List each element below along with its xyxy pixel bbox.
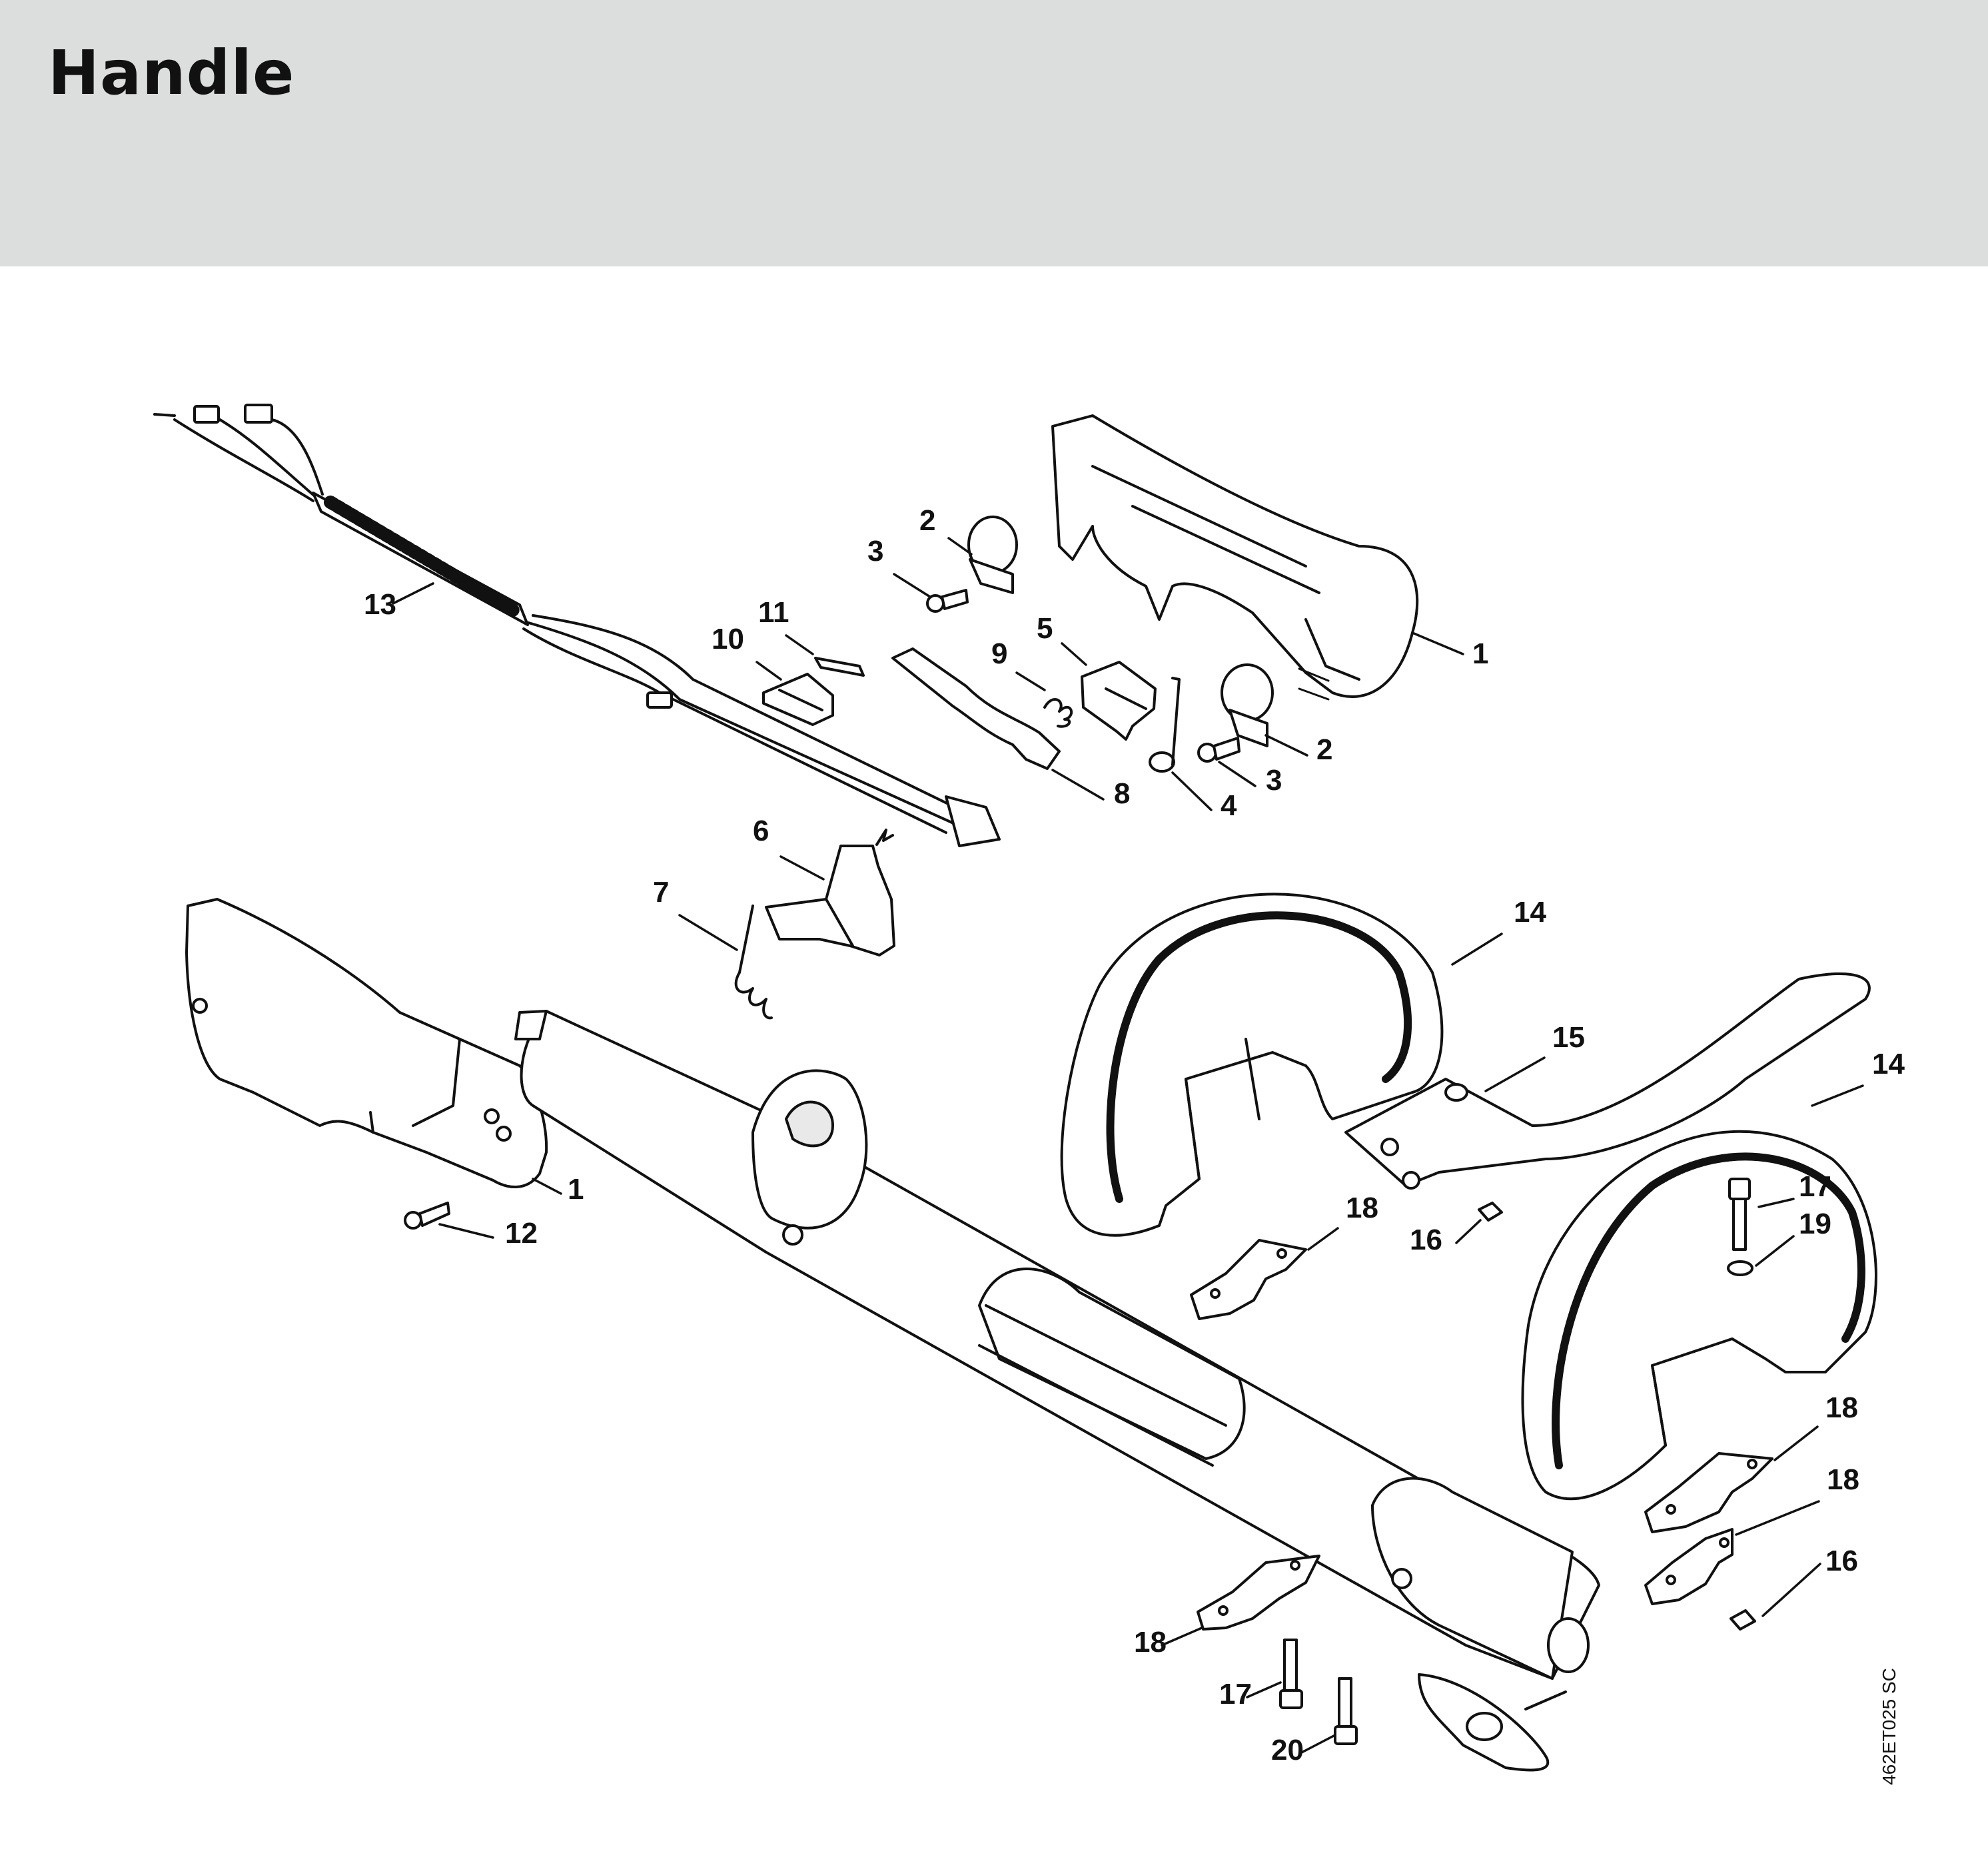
callout-18: 18 xyxy=(1827,1463,1859,1496)
callout-3: 3 xyxy=(867,535,883,567)
part-14-loop-handle-lower xyxy=(1521,1130,1877,1501)
callout-19: 19 xyxy=(1799,1208,1831,1240)
callout-2: 2 xyxy=(1316,733,1332,766)
drive-tube xyxy=(514,1010,1600,1680)
callout-2: 2 xyxy=(919,504,935,537)
part-9-spring xyxy=(1043,698,1073,728)
callout-labels: 1122334567891011121314141516161717181818… xyxy=(364,504,1905,1766)
part-13-wiring-harness xyxy=(153,404,1001,847)
part-18-clamp-b xyxy=(1644,1452,1773,1533)
callout-15: 15 xyxy=(1552,1021,1585,1054)
part-3-screw-upper xyxy=(926,589,969,613)
callout-12: 12 xyxy=(505,1217,538,1250)
callout-18: 18 xyxy=(1134,1626,1167,1659)
callout-4: 4 xyxy=(1221,789,1237,822)
callout-1: 1 xyxy=(1472,637,1488,670)
callout-7: 7 xyxy=(653,876,669,909)
part-8-throttle-trigger xyxy=(891,647,1061,770)
part-18-clamp-a xyxy=(1190,1239,1307,1320)
part-19-washer xyxy=(1727,1260,1753,1276)
callout-17: 17 xyxy=(1799,1170,1831,1203)
part-16-nut-a xyxy=(1478,1202,1503,1222)
callout-6: 6 xyxy=(753,815,769,847)
callout-18: 18 xyxy=(1346,1192,1378,1224)
page-title: Handle xyxy=(48,37,295,109)
callout-3: 3 xyxy=(1266,764,1282,797)
callout-5: 5 xyxy=(1037,612,1053,645)
part-18-clamp-c xyxy=(1644,1528,1734,1605)
callout-14: 14 xyxy=(1872,1048,1905,1080)
part-1-handle-housing-upper xyxy=(1051,414,1419,701)
callout-20: 20 xyxy=(1271,1734,1304,1766)
part-17-bolt-upper xyxy=(1728,1178,1751,1251)
part-5-interlock-lever xyxy=(1081,661,1157,741)
callout-1: 1 xyxy=(568,1173,584,1206)
part-11-contact-spring xyxy=(814,657,865,677)
part-3-screw-lower xyxy=(1197,737,1241,763)
part-20-bolt xyxy=(1334,1677,1358,1745)
part-15-handle-support xyxy=(1344,972,1871,1190)
part-17-bolt-lower xyxy=(1279,1639,1303,1709)
callout-10: 10 xyxy=(712,623,744,655)
callout-18: 18 xyxy=(1825,1391,1858,1424)
callout-14: 14 xyxy=(1514,896,1546,929)
drawing-number: 462ET025 SC xyxy=(1879,1668,1899,1785)
callout-13: 13 xyxy=(364,588,396,621)
part-1-handle-housing-lower xyxy=(185,898,548,1188)
part-7-spring xyxy=(734,905,773,1020)
callout-9: 9 xyxy=(991,637,1007,670)
callout-16: 16 xyxy=(1410,1224,1442,1256)
part-4-torsion-spring xyxy=(1149,677,1181,773)
clamp-knob xyxy=(1418,1673,1567,1772)
callout-16: 16 xyxy=(1825,1545,1858,1577)
header-band: Handle xyxy=(0,0,1988,266)
part-14-loop-handle-upper xyxy=(1060,893,1444,1237)
callout-11: 11 xyxy=(758,596,789,629)
part-16-nut-b xyxy=(1730,1609,1756,1631)
callout-17: 17 xyxy=(1219,1678,1252,1710)
part-12-screw xyxy=(404,1202,450,1230)
part-6-throttle-housing xyxy=(765,845,895,956)
callout-8: 8 xyxy=(1114,777,1130,810)
part-10-short-circuit-switch xyxy=(762,673,834,726)
part-2-clamp-lower xyxy=(1221,663,1274,747)
part-2-clamp-upper xyxy=(967,516,1018,594)
callout-leader-lines xyxy=(392,537,1864,1754)
part-18-clamp-d xyxy=(1197,1555,1320,1631)
